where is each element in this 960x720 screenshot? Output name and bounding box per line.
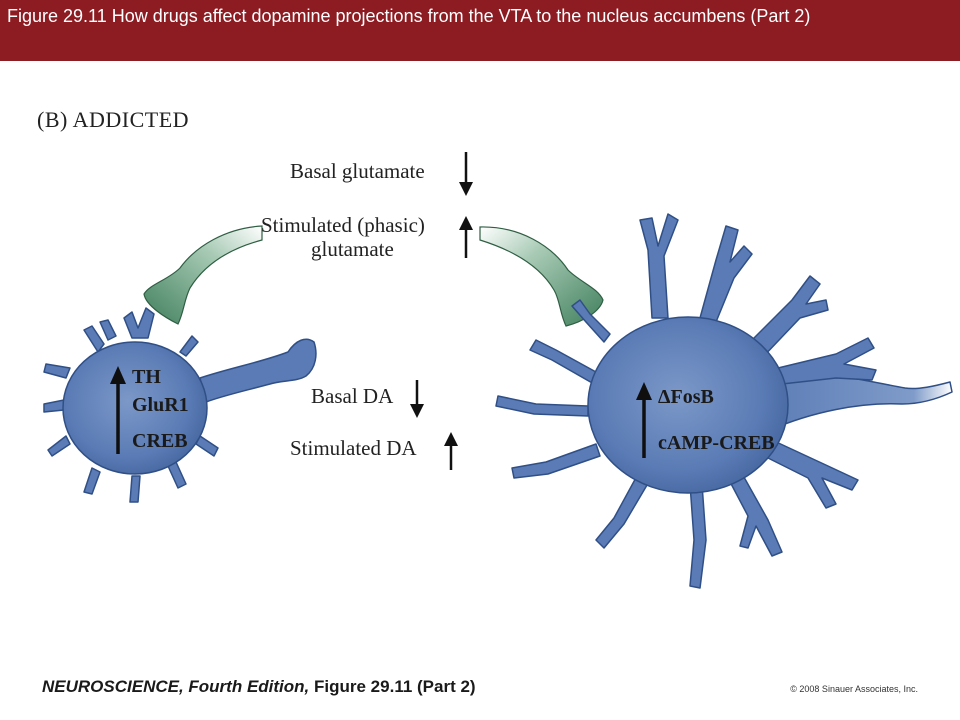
footer-book-title: NEUROSCIENCE, Fourth Edition, [42,677,310,696]
accumbens-label-camp-creb: cAMP-CREB [658,432,775,454]
vta-label-creb: CREB [132,430,188,452]
figure-title: Figure 29.11 How drugs affect dopamine p… [7,6,811,26]
up-arrow-icon [636,382,652,458]
stimulated-da-label: Stimulated DA [290,436,417,460]
title-bar: Figure 29.11 How drugs affect dopamine p… [0,0,960,61]
stimulated-glutamate-label-line2: glutamate [311,237,394,261]
up-arrow-icon [459,216,473,258]
footer-citation: NEUROSCIENCE, Fourth Edition, Figure 29.… [42,677,476,697]
accumbens-label-deltafosb: ΔFosB [658,386,714,408]
down-arrow-icon [459,152,473,196]
vta-label-th: TH [132,366,161,388]
panel-label: (B) ADDICTED [37,107,190,132]
up-arrow-icon [444,432,458,470]
stimulated-glutamate-label-line1: Stimulated (phasic) [261,213,425,237]
vta-label-glur1: GluR1 [132,394,189,416]
vta-neuron [43,307,317,503]
footer-copyright: © 2008 Sinauer Associates, Inc. [790,684,918,694]
up-arrow-icon [110,366,126,454]
basal-glutamate-label: Basal glutamate [290,159,425,183]
accumbens-neuron [495,213,953,589]
footer-figure-ref: Figure 29.11 (Part 2) [314,677,476,696]
basal-da-label: Basal DA [311,384,394,408]
down-arrow-icon [410,380,424,418]
glutamate-terminal-left [143,225,263,325]
